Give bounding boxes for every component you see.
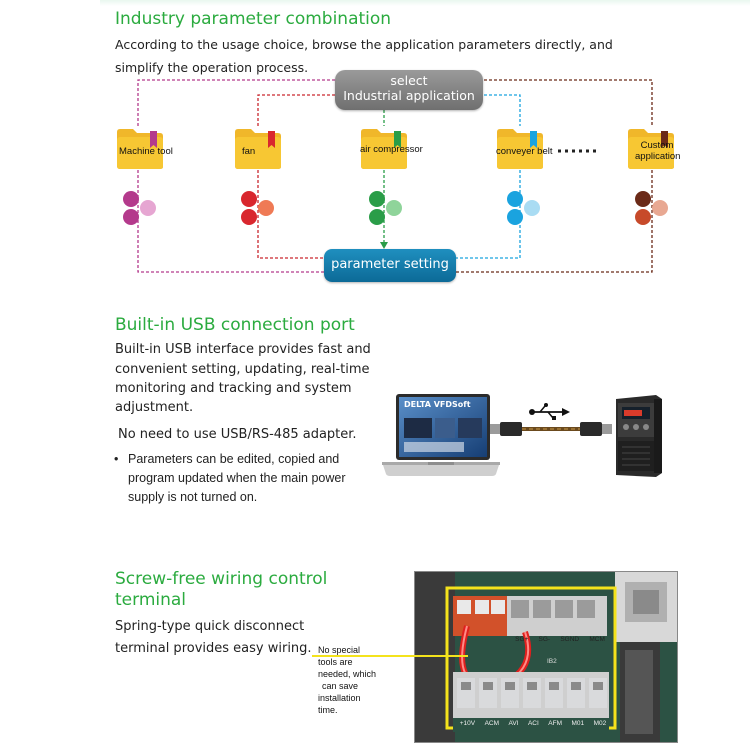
folder-icon	[235, 129, 281, 169]
section3-title-line1: Screw-free wiring control	[115, 569, 328, 589]
folder-label-custom-application: Custom application	[635, 140, 681, 162]
section2-note: No need to use USB/RS-485 adapter.	[118, 427, 357, 442]
section2-para-line2: convenient setting, updating, real-time	[115, 362, 370, 377]
note-line5: installation	[318, 693, 361, 703]
section2-title: Built-in USB connection port	[115, 315, 355, 335]
folder-label-air-compressor: air compressor	[360, 144, 423, 155]
laptop-icon	[382, 394, 500, 476]
folder-icon	[361, 129, 407, 169]
note-line2: tools are	[318, 657, 353, 667]
bullet-dot: •	[114, 452, 119, 466]
section1-title: Industry parameter combination	[115, 9, 392, 29]
top-divider	[100, 0, 750, 6]
parameter-color-dots	[123, 191, 668, 225]
section3-para-line1: Spring-type quick disconnect	[115, 619, 305, 634]
section2-para-line3: monitoring and tracking and system	[115, 381, 352, 396]
note-line4: can save	[322, 681, 359, 691]
terminal-label: AVI	[508, 720, 519, 727]
section1-desc-line2: simplify the operation process.	[115, 60, 309, 75]
usb-cable	[490, 403, 612, 436]
note-line1: No special	[318, 645, 361, 655]
bottom-terminal-labels: +10V ACM AVI ACI AFM M01 M02	[455, 720, 611, 727]
note-line3: needed, which	[318, 669, 377, 679]
wiring-note: No special tools are needed, which can s…	[318, 644, 398, 716]
parameter-setting-button[interactable]: parameter setting	[324, 249, 456, 282]
vfd-drive-icon	[616, 395, 662, 477]
vfd-drive-illustration	[612, 395, 664, 477]
folder-air-compressor[interactable]: air compressor	[360, 126, 423, 170]
folder-label-conveyer-belt: conveyer belt	[496, 146, 553, 157]
folder-icon	[117, 129, 163, 169]
section2-bullet-line3: supply is not turned on.	[128, 490, 258, 504]
folder-machine-tool[interactable]: Machine tool	[116, 126, 173, 170]
folder-label-machine-tool: Machine tool	[119, 146, 173, 157]
section2-bullet-line1: Parameters can be edited, copied and	[128, 452, 340, 466]
terminal-label: AFM	[548, 720, 563, 727]
usb-icon	[529, 403, 570, 420]
section2-para-line4: adjustment.	[115, 400, 194, 415]
terminal-label: +10V	[459, 720, 476, 727]
folder-icon	[497, 129, 543, 169]
folder-label-fan: fan	[242, 146, 256, 157]
folder-conveyer-belt[interactable]: conveyer belt	[496, 126, 553, 170]
select-label: select	[390, 73, 428, 88]
terminal-photo: SG+ SG- SGND MCM IB2 +10V ACM AVI ACI AF…	[414, 571, 678, 743]
select-industrial-application-button[interactable]: select Industrial application	[335, 70, 483, 110]
note-line6: time.	[318, 705, 338, 715]
laptop-illustration: DELTA VFDSoft	[380, 388, 502, 480]
terminal-label: SG+	[515, 636, 529, 643]
terminal-label: M02	[593, 720, 607, 727]
screen-title: DELTA VFDSoft	[404, 400, 471, 409]
terminal-label: M01	[571, 720, 585, 727]
section3-para-line2: terminal provides easy wiring.	[115, 641, 312, 656]
terminal-label: SG-	[538, 636, 551, 643]
terminal-label: MCM	[589, 636, 605, 643]
folder-icon	[628, 129, 674, 169]
section2-para-line1: Built-in USB interface provides fast and	[115, 342, 371, 357]
terminal-label: ACM	[484, 720, 500, 727]
board-label: IB2	[547, 658, 557, 665]
top-terminal-labels: SG+ SG- SGND MCM	[510, 636, 610, 643]
section1-desc-line1: According to the usage choice, browse th…	[115, 37, 613, 52]
section2-bullet-line2: program updated when the main power	[128, 471, 346, 485]
terminal-label: ACI	[527, 720, 539, 727]
terminal-label: SGND	[560, 636, 580, 643]
industrial-application-label: Industrial application	[343, 88, 475, 103]
folder-fan[interactable]: fan	[234, 126, 282, 170]
connector-lines	[137, 79, 653, 273]
folder-custom-application[interactable]: Custom application	[627, 126, 680, 170]
section3-title-line2: terminal	[115, 590, 187, 610]
callout-line	[312, 655, 468, 657]
